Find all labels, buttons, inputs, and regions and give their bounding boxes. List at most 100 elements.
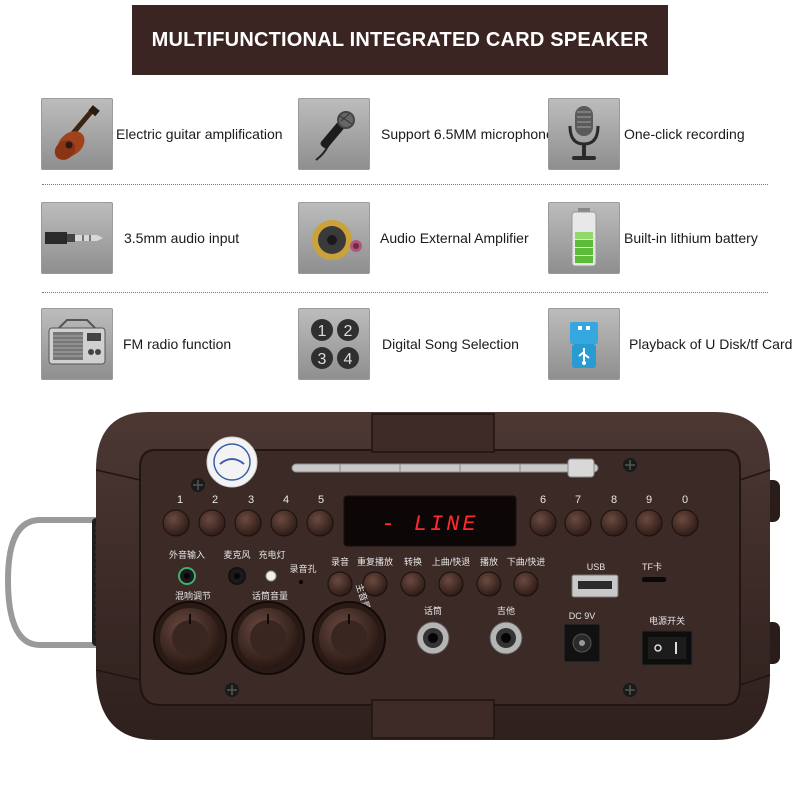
feature-label: Built-in lithium battery — [624, 230, 758, 246]
next-label: 下曲/快进 — [507, 556, 546, 567]
key-label-2: 2 — [344, 323, 353, 340]
speaker-control-panel: 1 2 3 4 5 6 7 8 9 0 - LINE 外音输入 麦 — [0, 400, 800, 800]
number-key-0-button[interactable] — [671, 509, 699, 537]
number-key-label: 6 — [540, 494, 546, 506]
display-text: - LINE — [381, 512, 478, 537]
number-key-5-button[interactable] — [306, 509, 334, 537]
screw-icon — [623, 683, 637, 697]
charge-light-label: 充电灯 — [258, 549, 285, 560]
screw-icon — [225, 683, 239, 697]
number-key-3-button[interactable] — [234, 509, 262, 537]
battery-icon — [548, 202, 620, 274]
dc-power-jack[interactable] — [563, 623, 601, 663]
number-key-label: 8 — [611, 494, 617, 506]
number-key-7-button[interactable] — [564, 509, 592, 537]
record-button[interactable] — [327, 571, 353, 597]
mic-volume-knob[interactable] — [231, 601, 305, 675]
repeat-play-button[interactable] — [362, 571, 388, 597]
number-key-label: 7 — [575, 494, 581, 506]
dc-label: DC 9V — [569, 611, 596, 621]
switch-label: 转换 — [404, 556, 422, 567]
feature-label: Playback of U Disk/tf Card — [629, 336, 793, 352]
tf-card-slot[interactable] — [642, 577, 666, 582]
key-label-1: 1 — [318, 323, 327, 340]
key-label-3: 3 — [318, 351, 327, 368]
power-switch[interactable] — [641, 630, 693, 666]
feature-microphone: Support 6.5MM microphone — [298, 98, 554, 170]
repeat-label: 重复播放 — [357, 556, 393, 567]
feature-row-2: 3.5mm audio input Audio External Amplifi… — [0, 202, 800, 274]
feature-label: Electric guitar amplification — [116, 126, 283, 142]
amplifier-speaker-icon — [298, 202, 370, 274]
reverb-mix-knob[interactable] — [153, 601, 227, 675]
recording-hole — [299, 580, 303, 584]
feature-label: Support 6.5MM microphone — [381, 126, 554, 142]
number-key-9-button[interactable] — [635, 509, 663, 537]
quality-seal-sticker — [206, 436, 258, 488]
fm-antenna[interactable] — [291, 458, 599, 478]
feature-recording: One-click recording — [548, 98, 745, 170]
feature-label: Audio External Amplifier — [380, 230, 529, 246]
play-label: 播放 — [480, 556, 498, 567]
feature-digital-selection: 1 2 3 4 Digital Song Selection — [298, 308, 519, 380]
number-key-8-button[interactable] — [600, 509, 628, 537]
number-key-label: 3 — [248, 494, 254, 506]
number-key-6-button[interactable] — [529, 509, 557, 537]
mix-label: 混响调节 — [175, 590, 211, 601]
divider — [42, 184, 768, 185]
feature-label: 3.5mm audio input — [124, 230, 240, 246]
power-label: 电源开关 — [649, 615, 685, 626]
mic-label: 麦克风 — [223, 549, 250, 560]
next-track-button[interactable] — [513, 571, 539, 597]
divider — [42, 292, 768, 293]
microphone-icon — [298, 98, 370, 170]
number-key-label: 0 — [682, 494, 688, 506]
number-key-label: 5 — [318, 494, 324, 506]
rec-hole-label: 录音孔 — [289, 563, 316, 574]
audio-jack-icon — [41, 202, 113, 274]
usb-label: USB — [587, 562, 606, 572]
screw-icon — [623, 458, 637, 472]
guitar-icon — [41, 98, 113, 170]
feature-label: FM radio function — [123, 336, 232, 352]
feature-label: Digital Song Selection — [382, 336, 519, 352]
number-key-label: 2 — [212, 494, 218, 506]
key-label-4: 4 — [344, 351, 353, 368]
feature-row-1: Electric guitar amplification Support 6.… — [0, 98, 800, 170]
feature-label: One-click recording — [624, 126, 745, 142]
usb-card-icon — [548, 308, 620, 380]
switch-mode-button[interactable] — [400, 571, 426, 597]
guitar-6-5mm-jack[interactable] — [489, 621, 523, 655]
charge-indicator-light — [265, 570, 277, 582]
prev-label: 上曲/快退 — [432, 556, 471, 567]
title-banner: MULTIFUNCTIONAL INTEGRATED CARD SPEAKER — [132, 5, 668, 75]
number-keys-icon: 1 2 3 4 — [298, 308, 370, 380]
mic-volume-label: 话筒音量 — [252, 590, 288, 601]
number-key-1-button[interactable] — [162, 509, 190, 537]
number-key-2-button[interactable] — [198, 509, 226, 537]
microphone-6-5mm-jack[interactable] — [416, 621, 450, 655]
tf-label: TF卡 — [642, 561, 662, 572]
feature-audio-input: 3.5mm audio input — [41, 202, 239, 274]
previous-track-button[interactable] — [438, 571, 464, 597]
play-button[interactable] — [476, 571, 502, 597]
feature-guitar: Electric guitar amplification — [41, 98, 283, 170]
feature-row-3: FM radio function 1 2 3 4 Digital Song S… — [0, 308, 800, 380]
led-display: - LINE — [343, 495, 517, 547]
feature-external-amp: Audio External Amplifier — [298, 202, 529, 274]
guitar-jack-label: 吉他 — [497, 605, 515, 616]
screw-icon — [191, 478, 205, 492]
studio-mic-icon — [548, 98, 620, 170]
feature-battery: Built-in lithium battery — [548, 202, 758, 274]
feature-usb-tf: Playback of U Disk/tf Card — [548, 308, 792, 380]
main-volume-knob[interactable] — [312, 601, 386, 675]
mic-jack-label: 话筒 — [424, 605, 442, 616]
number-key-label: 9 — [646, 494, 652, 506]
ext-input-label: 外音输入 — [169, 549, 205, 560]
banner-title: MULTIFUNCTIONAL INTEGRATED CARD SPEAKER — [151, 28, 649, 51]
feature-fm-radio: FM radio function — [41, 308, 231, 380]
number-key-4-button[interactable] — [270, 509, 298, 537]
record-label: 录音 — [331, 556, 349, 567]
usb-port[interactable] — [571, 574, 619, 598]
number-key-label: 4 — [283, 494, 289, 506]
